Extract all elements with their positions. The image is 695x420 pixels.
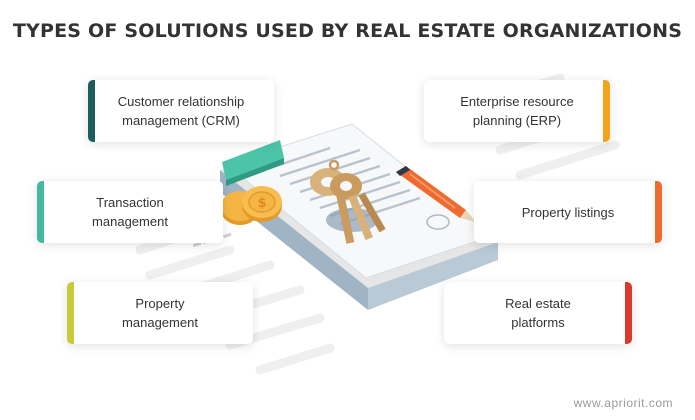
card-transaction-label: Transaction management	[92, 195, 168, 229]
card-platforms-label: Real estate platforms	[505, 296, 571, 330]
card-erp: Enterprise resource planning (ERP)	[424, 80, 610, 142]
page-title: TYPES OF SOLUTIONS USED BY REAL ESTATE O…	[12, 20, 683, 42]
card-crm: Customer relationship management (CRM)	[88, 80, 274, 142]
card-crm-accent	[88, 80, 95, 142]
card-listings-label: Property listings	[521, 204, 615, 220]
card-platforms-accent	[625, 282, 632, 344]
card-real-estate-platforms: Real estate platforms	[444, 282, 632, 344]
card-listings-accent	[655, 181, 662, 243]
card-erp-accent	[603, 80, 610, 142]
card-property-management: Property management	[67, 282, 253, 344]
card-property-mgmt-accent	[67, 282, 74, 344]
coin-dollar-symbol: $	[257, 196, 266, 211]
card-property-mgmt-label: Property management	[122, 296, 198, 330]
card-crm-label: Customer relationship management (CRM)	[117, 94, 245, 128]
card-transaction-management: Transaction management	[37, 181, 223, 243]
footer-website: www.apriorit.com	[573, 396, 673, 410]
card-property-listings: Property listings	[474, 181, 662, 243]
card-erp-label: Enterprise resource planning (ERP)	[460, 94, 574, 128]
document-keys-illustration: $	[220, 123, 498, 310]
card-transaction-accent	[37, 181, 44, 243]
